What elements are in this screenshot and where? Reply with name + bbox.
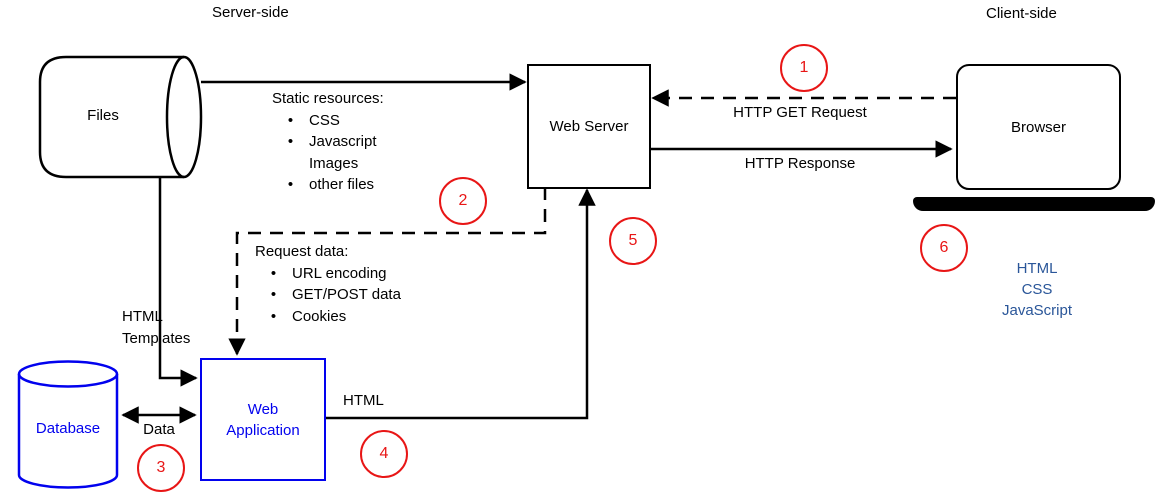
step-circle-3: 3 [137, 444, 185, 492]
list-item: • Cookies [255, 306, 401, 328]
static-resources-callout: Static resources: • CSS • Javascript Ima… [272, 88, 384, 196]
web-application-box: Web Application [200, 358, 326, 481]
list-item-text: Cookies [292, 307, 347, 325]
list-item: • Javascript [272, 131, 384, 153]
web-application-label-line1: Web [247, 400, 279, 418]
static-resources-title: Static resources: [272, 90, 384, 107]
database-label: Database [35, 420, 101, 437]
list-item: • GET/POST data [255, 284, 401, 306]
data-label: Data [143, 421, 175, 438]
edge-html-to-web-server [322, 188, 596, 420]
browser-box: Browser [956, 64, 1121, 190]
browser-label: Browser [1010, 118, 1066, 136]
list-item-text: CSS [309, 111, 340, 129]
html-templates-label-line2: Templates [122, 329, 191, 347]
database-cylinder [17, 360, 119, 489]
step-number: 3 [156, 459, 166, 476]
web-server-label: Web Server [549, 118, 629, 135]
html-templates-label: HTML Templates [122, 306, 190, 349]
web-server-box: Web Server [527, 64, 651, 189]
request-data-title: Request data: [255, 243, 349, 260]
http-response-label: HTTP Response [744, 155, 856, 172]
step-circle-2: 2 [439, 177, 487, 225]
bullet-marker [272, 153, 309, 175]
html-templates-label-line1: HTML [122, 308, 163, 325]
list-item-text: Images [309, 154, 359, 172]
client-side-label: Client-side [986, 5, 1057, 22]
bullet-marker: • [270, 307, 277, 325]
list-item: Images [272, 153, 384, 175]
files-cylinder-end-arc [165, 55, 185, 179]
client-output-css: CSS [1021, 281, 1053, 298]
step-circle-4: 4 [360, 430, 408, 478]
laptop-base [913, 197, 1155, 211]
step-circle-5: 5 [609, 217, 657, 265]
files-cylinder [38, 55, 203, 179]
bullet-marker: • [287, 133, 294, 150]
step-number: 6 [939, 239, 949, 256]
database-cylinder-top-arc [17, 373, 119, 388]
list-item-text: URL encoding [292, 264, 387, 282]
web-application-label-line2: Application [226, 421, 300, 439]
step-circle-6: 6 [920, 224, 968, 272]
step-number: 4 [379, 445, 389, 462]
list-item-text: other files [309, 176, 375, 193]
list-item-text: GET/POST data [292, 286, 401, 303]
list-item-text: Javascript [309, 133, 377, 150]
html-label: HTML [343, 392, 384, 409]
step-number: 1 [799, 59, 809, 76]
list-item: • other files [272, 174, 384, 196]
http-get-request-label: HTTP GET Request [733, 104, 867, 121]
step-number: 5 [628, 232, 638, 249]
client-output-text: HTML CSS JavaScript [977, 258, 1097, 321]
bullet-marker: • [270, 286, 277, 303]
step-number: 2 [458, 192, 468, 209]
list-item: • CSS [272, 110, 384, 132]
bullet-marker: • [287, 176, 294, 193]
server-side-label: Server-side [212, 4, 289, 21]
list-item: • URL encoding [255, 263, 401, 285]
client-output-javascript: JavaScript [1001, 302, 1073, 319]
request-data-callout: Request data: • URL encoding • GET/POST … [255, 241, 401, 327]
bullet-marker: • [287, 111, 294, 129]
step-circle-1: 1 [780, 44, 828, 92]
edge-request-data [228, 187, 547, 356]
edge-html-templates [158, 178, 198, 387]
files-label: Files [87, 107, 119, 124]
bullet-marker: • [270, 264, 277, 282]
client-output-html: HTML [1016, 260, 1058, 277]
